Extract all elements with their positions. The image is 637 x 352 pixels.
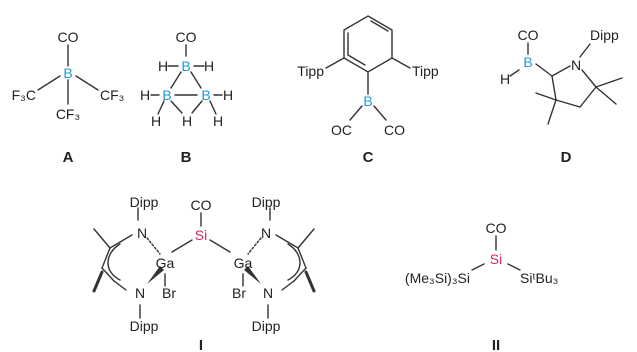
d-co-label: CO (518, 27, 539, 43)
a-boron-atom: B (63, 65, 72, 81)
molecule-d: CO B H N Dipp D (500, 27, 623, 166)
ii-caption: II (492, 337, 500, 352)
i-silicon-atom: Si (195, 227, 207, 243)
a-cf3-right-label: CF₃ (100, 87, 124, 103)
i-gallium-right: Ga (234, 255, 253, 271)
molecule-ii: CO Si (Me₃Si)₃Si SiᵗBu₃ II (405, 220, 558, 352)
c-tipp-right-label: Tipp (412, 63, 439, 79)
i-dipp-top-left: Dipp (130, 194, 159, 210)
i-nitrogen-bottom-right: N (263, 285, 273, 301)
a-cf3-bottom-label: CF₃ (56, 106, 80, 122)
i-gallium-left: Ga (156, 255, 175, 271)
i-caption: I (199, 337, 203, 352)
a-co-label: CO (58, 29, 79, 45)
c-tipp-left-label: Tipp (297, 63, 324, 79)
b-hydrogen-right: H (223, 87, 233, 103)
i-nitrogen-top-left: N (137, 225, 147, 241)
b-boron-atom-left: B (162, 87, 171, 103)
b-boron-atom-top: B (181, 58, 190, 74)
b-hydrogen-left: H (140, 87, 150, 103)
b-caption: B (181, 149, 192, 166)
b-hydrogen-bottom-left: H (151, 113, 161, 129)
c-boron-atom: B (363, 93, 372, 109)
d-dipp-label: Dipp (590, 27, 619, 43)
i-dipp-bottom-right: Dipp (252, 318, 281, 334)
c-caption: C (363, 149, 374, 166)
molecule-b: CO B H H B B H H H H H B (140, 29, 233, 166)
d-nitrogen-atom: N (571, 57, 581, 73)
molecule-a: CO B F₃C CF₃ CF₃ A (12, 29, 125, 166)
ii-left-substituent: (Me₃Si)₃Si (405, 270, 470, 286)
i-bromine-left: Br (162, 285, 176, 301)
i-co-label: CO (191, 197, 212, 213)
b-co-label: CO (176, 29, 197, 45)
i-dipp-bottom-left: Dipp (130, 318, 159, 334)
a-caption: A (63, 149, 74, 166)
b-hydrogen-bridge: H (182, 113, 192, 129)
c-co-label: CO (384, 122, 405, 138)
b-hydrogen-bottom-right: H (213, 113, 223, 129)
molecule-i: CO Si N N N N Ga Ga Br Br Dipp Dipp Dipp… (92, 194, 316, 352)
i-nitrogen-top-right: N (261, 225, 271, 241)
d-hydrogen-label: H (500, 71, 510, 87)
a-cf3-left-label: F₃C (12, 87, 36, 103)
ii-right-substituent: SiᵗBu₃ (520, 270, 558, 286)
d-boron-atom: B (523, 54, 532, 70)
b-hydrogen-top-right: H (204, 58, 214, 74)
d-caption: D (561, 149, 572, 166)
molecule-c: Tipp Tipp B OC CO C (297, 15, 439, 166)
c-oc-label: OC (331, 122, 352, 138)
i-dipp-top-right: Dipp (252, 194, 281, 210)
b-boron-atom-right: B (201, 87, 210, 103)
b-hydrogen-top-left: H (158, 58, 168, 74)
ii-co-label: CO (486, 220, 507, 236)
ii-silicon-atom: Si (490, 251, 502, 267)
i-bromine-right: Br (232, 285, 246, 301)
i-nitrogen-bottom-left: N (135, 285, 145, 301)
